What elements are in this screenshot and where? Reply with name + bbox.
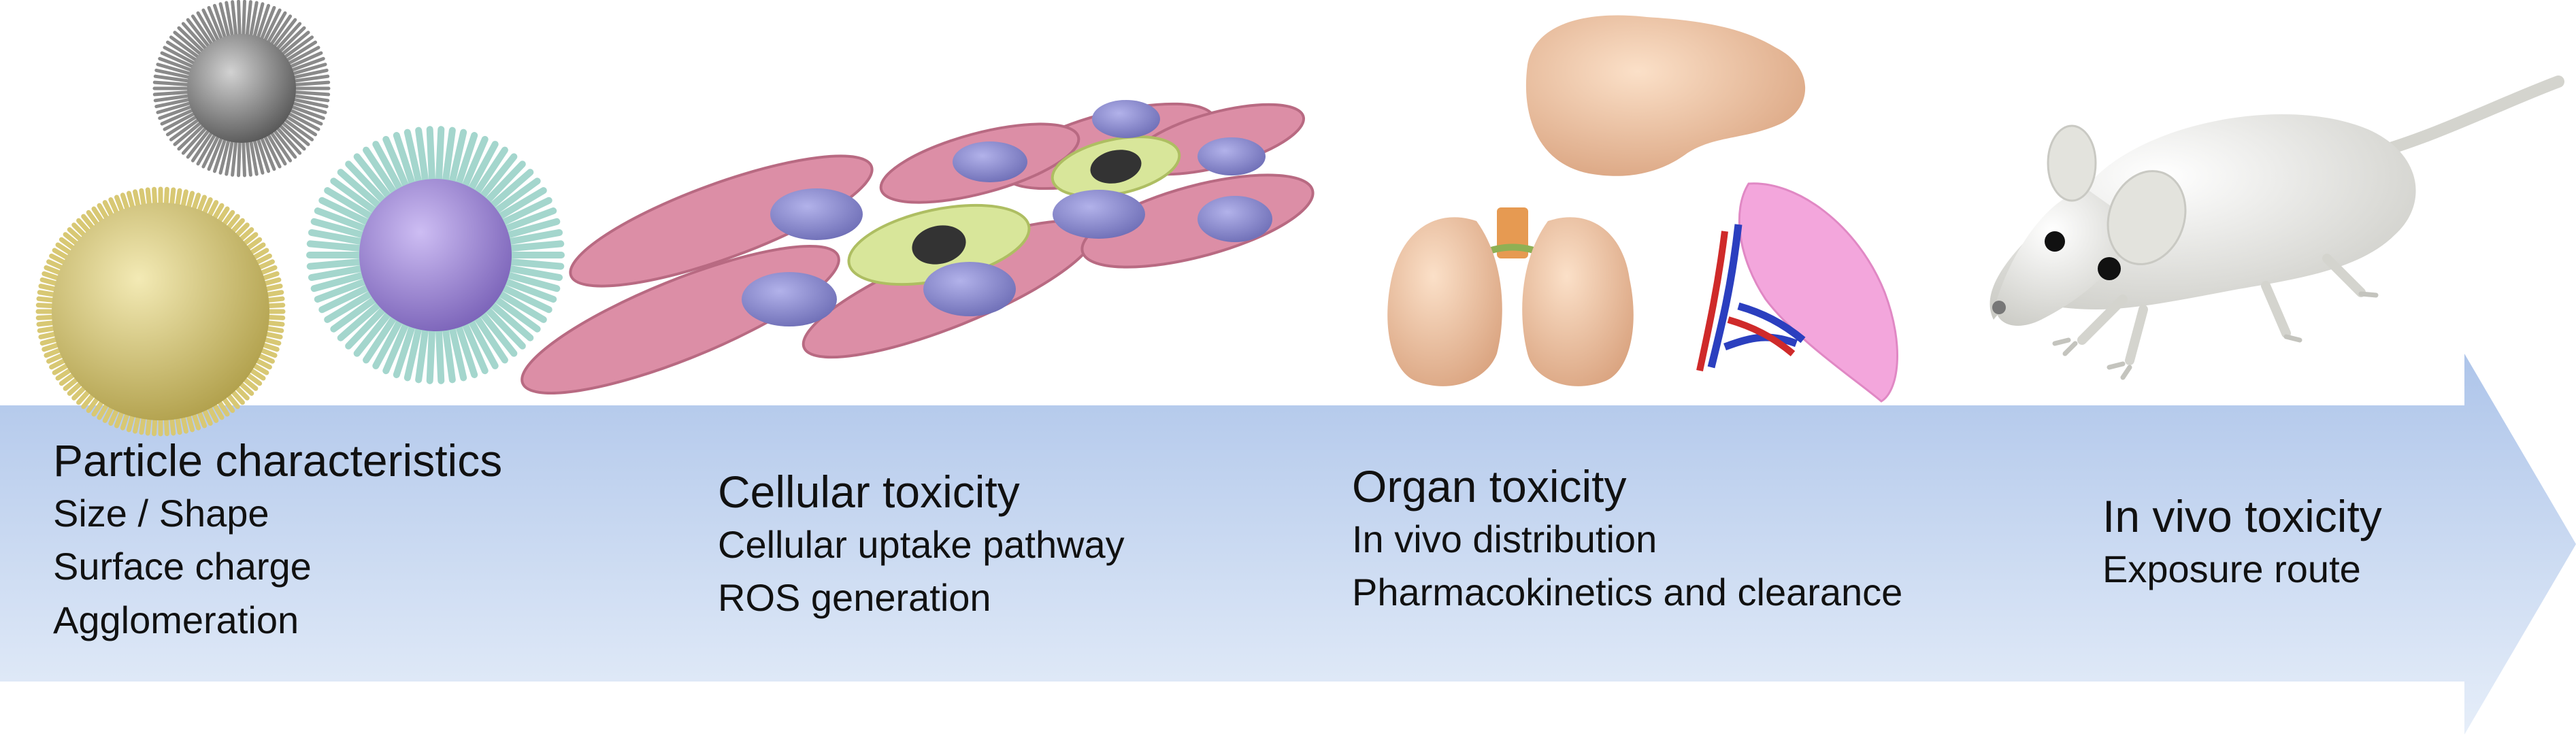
stage-item: Size / Shape <box>53 491 269 535</box>
stage-item: In vivo distribution <box>1352 517 1657 560</box>
liver-icon <box>1525 15 1806 176</box>
nanoparticle-gray <box>187 34 296 143</box>
stage-title: Organ toxicity <box>1352 461 1627 511</box>
nanoparticle-gold <box>52 203 269 420</box>
stage-particle-characteristics: Particle characteristics Size / Shape Su… <box>53 435 502 647</box>
stage-item: Cellular uptake pathway <box>718 522 1125 566</box>
stage-item: ROS generation <box>718 576 991 620</box>
stage-item: Exposure route <box>2102 547 2361 590</box>
stage-item: Pharmacokinetics and clearance <box>1352 571 1903 614</box>
stage-in-vivo-toxicity: In vivo toxicity Exposure route <box>2102 491 2382 596</box>
stage-organ-toxicity: Organ toxicity In vivo distribution Phar… <box>1352 461 1902 620</box>
nanoparticle-icon <box>35 0 565 437</box>
stage-item: Surface charge <box>53 545 312 588</box>
stage-item: Agglomeration <box>53 598 299 641</box>
nanoparticle-core <box>359 179 512 331</box>
cell-icon <box>521 100 1315 394</box>
progression-arrow <box>0 354 2576 735</box>
mouse-icon <box>1989 75 2564 380</box>
stage-cellular-toxicity: Cellular toxicity Cellular uptake pathwa… <box>718 467 1125 625</box>
stage-title: Particle characteristics <box>53 435 503 486</box>
spleen-icon <box>1696 182 1898 403</box>
stage-title: Cellular toxicity <box>718 467 1020 517</box>
lungs-icon <box>1387 207 1634 386</box>
stage-title: In vivo toxicity <box>2102 491 2382 541</box>
